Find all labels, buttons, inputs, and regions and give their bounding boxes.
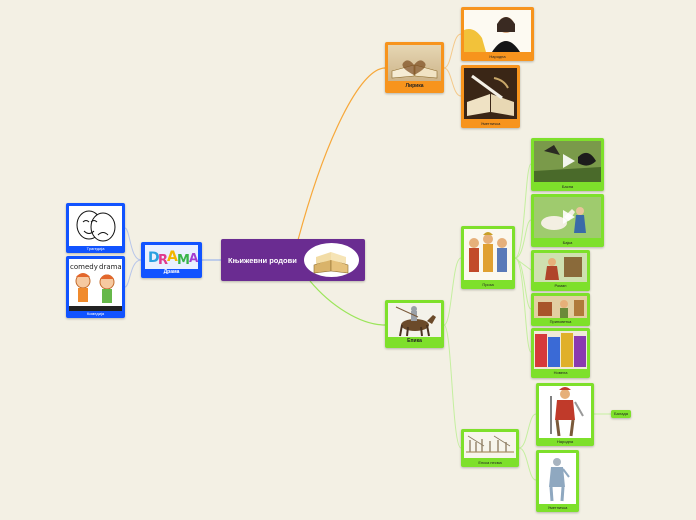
ballad-label: Балада [614, 411, 628, 416]
novel-label: Роман [554, 283, 567, 288]
fairy-tale-node[interactable]: Бајка [531, 194, 604, 247]
link-drama-comedy [124, 259, 142, 288]
book-heart-icon [388, 45, 441, 81]
lyric-folk-label: Народна [489, 54, 506, 59]
comedy-label: Комедија [86, 311, 105, 316]
svg-text:A: A [189, 251, 198, 265]
link-prose-children [514, 163, 532, 353]
comedy-node[interactable]: comedy drama Комедија [66, 256, 125, 318]
play-icon[interactable] [563, 210, 575, 224]
fable-node[interactable]: Басна [531, 138, 604, 191]
novel-node[interactable]: Роман [531, 250, 590, 291]
fable-video-icon [534, 141, 601, 182]
link-epic-poetry [443, 324, 462, 449]
epic-art-node[interactable]: Уметничка [536, 450, 579, 512]
svg-text:drama: drama [99, 263, 122, 271]
svg-text:R: R [158, 253, 168, 268]
knight-horse-icon [388, 303, 441, 337]
ballad-node[interactable]: Балада [611, 410, 631, 418]
fairy-tale-label: Бајка [562, 240, 573, 245]
epic-poem-label: Епска песма [478, 460, 502, 465]
fairy-tale-video-icon [534, 197, 601, 238]
statue-figure-icon [539, 453, 576, 504]
epic-folk-node[interactable]: Народна [536, 383, 594, 446]
open-book-icon [304, 243, 359, 277]
root-label: Књижевни родови [228, 256, 297, 265]
lyric-node[interactable]: Лирика [385, 42, 444, 93]
svg-text:A: A [167, 249, 178, 265]
tragedy-node[interactable]: Трагедија [66, 203, 125, 253]
drama-label: Драма [163, 269, 180, 275]
singer-photo-icon [464, 10, 531, 52]
lyric-art-node[interactable]: Уметничка [461, 65, 520, 128]
lyric-label: Лирика [405, 83, 424, 89]
novella-node[interactable]: Новела [531, 328, 590, 378]
svg-text:M: M [177, 253, 190, 268]
epic-node[interactable]: Епика [385, 300, 444, 348]
tragedy-label: Трагедија [86, 246, 105, 251]
battle-scene-icon [464, 432, 516, 458]
book-covers-icon [534, 331, 587, 369]
warrior-figure-icon [539, 386, 591, 438]
drama-node[interactable]: D R A M A Драма [141, 242, 202, 278]
lyric-art-label: Уметничка [480, 121, 501, 126]
svg-text:comedy: comedy [70, 263, 98, 271]
lyric-folk-node[interactable]: Народна [461, 7, 534, 61]
link-epic-prose [443, 257, 462, 326]
prose-label: Проза [482, 282, 494, 287]
epic-poem-node[interactable]: Епска песма [461, 429, 519, 467]
link-lyric-art [443, 67, 462, 97]
theatre-masks-icon [69, 206, 122, 246]
root-node[interactable]: Књижевни родови [221, 239, 365, 281]
novel-scene-icon [534, 253, 587, 282]
epic-label: Епика [407, 338, 422, 344]
link-drama-tragedy [124, 227, 142, 261]
svg-text:D: D [148, 250, 160, 266]
play-icon[interactable] [563, 154, 575, 168]
link-lyric-folk [443, 33, 462, 69]
characters-group-icon [464, 229, 512, 280]
epic-art-label: Уметничка [547, 505, 568, 510]
link-poetry-children [518, 413, 537, 481]
fable-label: Басна [561, 184, 574, 189]
story-scene-icon [534, 296, 587, 318]
comedy-drama-kids-icon: comedy drama [69, 259, 122, 311]
novella-label: Новела [553, 370, 568, 375]
prose-node[interactable]: Проза [461, 226, 515, 289]
story-label: Приповетка [549, 319, 572, 324]
story-node[interactable]: Приповетка [531, 293, 590, 326]
drama-logo-icon: D R A M A [145, 245, 198, 269]
link-root-epic [309, 280, 386, 326]
epic-folk-label: Народна [556, 439, 574, 444]
old-book-quill-icon [464, 68, 517, 119]
link-root-lyric [297, 67, 386, 241]
